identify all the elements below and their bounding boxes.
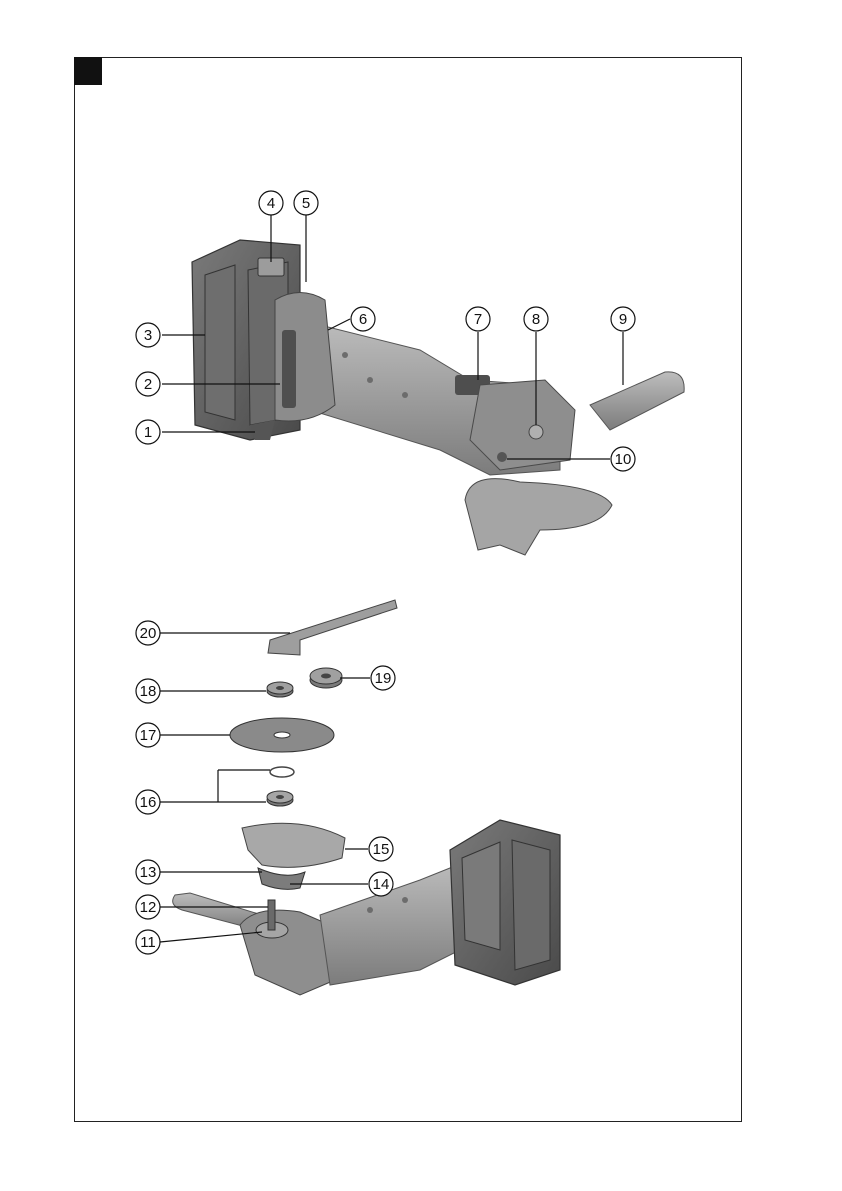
callout-17: 17 [136,723,160,747]
svg-text:5: 5 [302,195,310,212]
svg-text:11: 11 [140,934,156,951]
callout-18: 18 [136,679,160,703]
svg-text:1: 1 [144,424,152,441]
grinding-disc [230,718,334,752]
svg-text:18: 18 [140,683,157,700]
callout-19: 19 [371,666,395,690]
svg-text:7: 7 [474,311,482,328]
callout-5: 5 [294,191,318,215]
svg-text:14: 14 [373,876,390,893]
side-handle [590,372,684,430]
callout-1: 1 [136,420,160,444]
callout-20: 20 [136,621,160,645]
o-ring [270,767,294,777]
svg-text:9: 9 [619,311,627,328]
callout-2: 2 [136,372,160,396]
svg-text:2: 2 [144,376,152,393]
top-grinder [192,240,684,555]
callout-13: 13 [136,860,160,884]
svg-text:19: 19 [375,670,392,687]
spindle-lock [529,425,543,439]
guard-collar [258,868,305,889]
svg-text:15: 15 [373,841,390,858]
svg-text:10: 10 [615,451,632,468]
svg-text:8: 8 [532,311,540,328]
charge-indicator [282,330,296,408]
svg-text:13: 13 [140,864,157,881]
callout-9: 9 [611,307,635,331]
svg-text:16: 16 [140,794,157,811]
svg-text:3: 3 [144,327,152,344]
clamping-nut [267,682,293,697]
svg-text:12: 12 [140,899,157,916]
callout-11: 11 [136,930,160,954]
svg-text:20: 20 [140,625,157,642]
callout-10: 10 [611,447,635,471]
callout-4: 4 [259,191,283,215]
quick-nut [310,668,342,688]
callout-3: 3 [136,323,160,347]
handle-mount-point [497,452,507,462]
callout-8: 8 [524,307,548,331]
callout-7: 7 [466,307,490,331]
callout-14: 14 [369,872,393,896]
callout-16: 16 [136,790,160,814]
svg-text:4: 4 [267,195,275,212]
callout-15: 15 [369,837,393,861]
spindle [268,900,275,930]
svg-text:17: 17 [140,727,157,744]
callout-6: 6 [351,307,375,331]
support-flange [267,791,293,806]
pin-wrench [268,600,397,655]
svg-text:6: 6 [359,311,367,328]
callout-12: 12 [136,895,160,919]
protective-guard [242,823,345,867]
wheel-guard [465,479,612,555]
